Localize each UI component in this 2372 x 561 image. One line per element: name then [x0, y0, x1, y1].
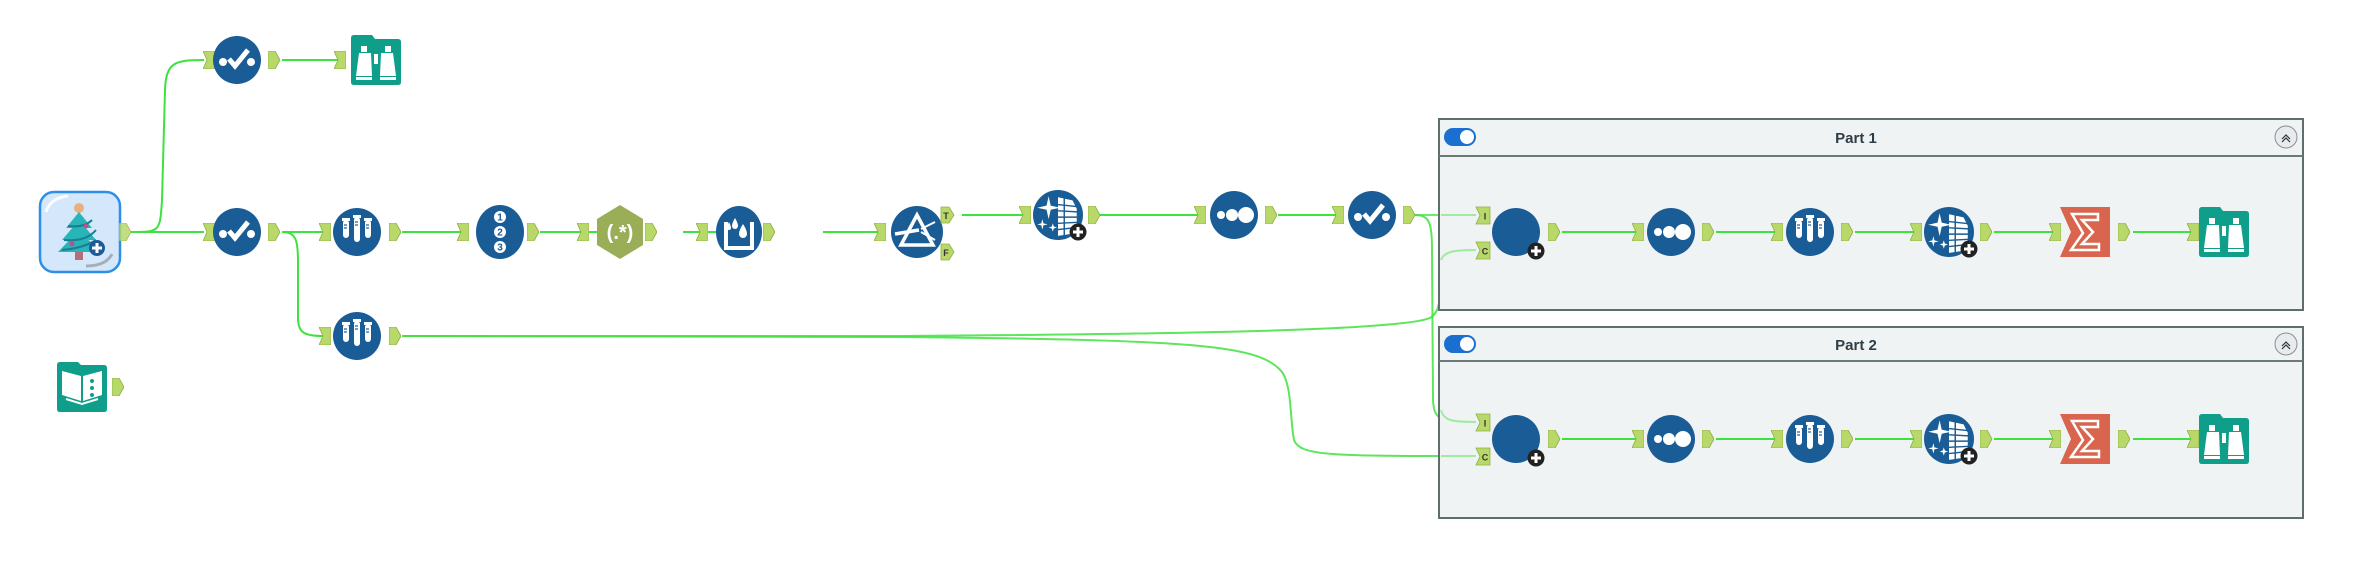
- plus-badge-icon: [89, 240, 105, 256]
- anchor-output[interactable]: [527, 223, 539, 241]
- connection-input-to-select-top[interactable]: [130, 59, 205, 233]
- tool-browse[interactable]: [2199, 207, 2249, 257]
- container-enable-toggle[interactable]: [1444, 128, 1476, 146]
- tool-browse-top[interactable]: [351, 35, 401, 85]
- chevron-up-icon: [2281, 134, 2291, 143]
- anchor-filter-true[interactable]: T: [940, 206, 955, 224]
- container-title: Part 2: [1835, 337, 1877, 354]
- svg-text:I: I: [1484, 212, 1487, 222]
- tool-sample-low[interactable]: [333, 312, 381, 360]
- anchor-output[interactable]: [112, 378, 124, 396]
- tool-regex[interactable]: (.*): [597, 205, 643, 259]
- numbered-list-icon: 1 2 3: [494, 211, 506, 254]
- tool-sample[interactable]: [1786, 208, 1834, 256]
- tool-select-end[interactable]: [1348, 191, 1396, 239]
- connection-sample-low-to-part1-C[interactable]: [402, 249, 1477, 337]
- svg-text:F: F: [943, 248, 949, 258]
- svg-text:2: 2: [497, 228, 503, 239]
- svg-text:C: C: [1482, 453, 1489, 463]
- connection-select-to-sample-low[interactable]: [281, 231, 325, 337]
- tool-record-id[interactable]: 1 2 3: [476, 205, 524, 259]
- anchor-join-C[interactable]: C: [1475, 447, 1491, 466]
- container-title: Part 1: [1835, 130, 1877, 147]
- anchor-output[interactable]: [389, 327, 401, 345]
- chevron-up-icon: [2281, 341, 2291, 350]
- anchor-output[interactable]: [1265, 206, 1277, 224]
- tool-unique[interactable]: [1647, 208, 1695, 256]
- container-part-1[interactable]: Part 1: [1438, 118, 2304, 311]
- anchor-output[interactable]: [389, 223, 401, 241]
- plus-badge-icon: [1527, 242, 1545, 260]
- tool-sample-main[interactable]: [333, 208, 381, 256]
- tool-unique-main[interactable]: [1210, 191, 1258, 239]
- anchor-output[interactable]: [763, 223, 775, 241]
- prism-filter-icon: [894, 211, 936, 247]
- container-collapse-button[interactable]: [2274, 125, 2298, 149]
- anchor-output[interactable]: [645, 223, 657, 241]
- tool-macro-input[interactable]: [38, 190, 122, 274]
- plus-badge-icon: [1069, 223, 1087, 241]
- container-enable-toggle[interactable]: [1444, 335, 1476, 353]
- container-connections: [1440, 214, 2192, 457]
- anchor-join-I[interactable]: I: [1475, 413, 1491, 432]
- anchor-join-C[interactable]: C: [1475, 241, 1491, 260]
- connection-sample-low-to-part2-C[interactable]: [401, 335, 1477, 457]
- anchor-output[interactable]: [1403, 206, 1415, 224]
- svg-text:T: T: [943, 211, 949, 221]
- svg-text:3: 3: [497, 243, 503, 254]
- plus-badge-icon: [1960, 447, 1978, 465]
- tool-browse[interactable]: [2199, 414, 2249, 464]
- anchor-output[interactable]: [1088, 206, 1100, 224]
- anchor-filter-false[interactable]: F: [940, 243, 955, 261]
- svg-text:C: C: [1482, 247, 1489, 257]
- book-icon: [62, 371, 102, 406]
- plus-badge-icon: [1960, 240, 1978, 258]
- anchor-output[interactable]: [268, 51, 280, 69]
- tool-text-input[interactable]: [57, 362, 107, 412]
- tool-data-cleansing[interactable]: [716, 206, 762, 258]
- anchor-join-I[interactable]: I: [1475, 206, 1491, 225]
- water-drops-icon: [724, 218, 754, 250]
- tool-select-main[interactable]: [213, 208, 261, 256]
- svg-text:I: I: [1484, 419, 1487, 429]
- tool-sample[interactable]: [1786, 415, 1834, 463]
- anchor-output[interactable]: [119, 223, 131, 241]
- anchor-output[interactable]: [268, 223, 280, 241]
- svg-text:1: 1: [497, 213, 503, 224]
- container-collapse-button[interactable]: [2274, 332, 2298, 356]
- tool-select-top[interactable]: [213, 36, 261, 84]
- plus-badge-icon: [1527, 449, 1545, 467]
- tool-unique[interactable]: [1647, 415, 1695, 463]
- container-part-2[interactable]: Part 2: [1438, 326, 2304, 519]
- tool-filter[interactable]: [891, 206, 943, 258]
- regex-icon: (.*): [607, 222, 634, 244]
